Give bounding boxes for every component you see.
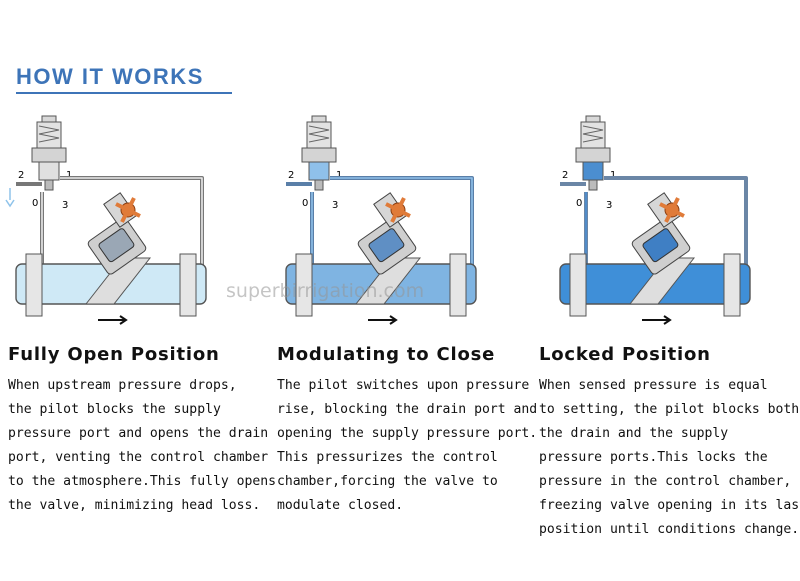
description-line: pressure ports.This locks the: [539, 450, 768, 465]
panel-description: When upstream pressure drops, the pilot …: [8, 374, 276, 518]
description-line: port, venting the control chamber: [8, 450, 269, 465]
valve-diagram-modulating: 2 1 0 3: [272, 108, 494, 330]
needle-valve-icon: [115, 197, 141, 223]
description-line: pressure in the control chamber,: [539, 474, 792, 489]
valve-diagram-svg: 2 1 0 3: [285, 115, 477, 325]
description-line: The pilot switches upon pressure: [277, 378, 530, 393]
description-line: to the atmosphere.This fully opens: [8, 474, 277, 489]
panel-description: When sensed pressure is equal to setting…: [539, 374, 800, 542]
main-valve-body: [559, 192, 751, 317]
pilot-valve: [575, 115, 611, 191]
description-line: pressure port and opens the drain: [8, 426, 269, 441]
drain-spray-icon: [5, 188, 15, 208]
section-header: HOW IT WORKS: [16, 64, 204, 90]
description-line: opening the supply pressure port.: [277, 426, 538, 441]
panel-fully-open: Fully Open Position When upstream pressu…: [8, 344, 276, 518]
main-valve-body: [15, 192, 207, 317]
description-line: modulate closed.: [277, 498, 404, 513]
port-label-0: 0: [302, 198, 308, 209]
port-label-0: 0: [576, 198, 582, 209]
port-label-3: 3: [606, 200, 612, 211]
port-label-2: 2: [18, 170, 24, 181]
port-label-2: 2: [288, 170, 294, 181]
description-line: When upstream pressure drops,: [8, 378, 237, 393]
valve-diagram-svg: 2 1 0 3: [559, 115, 751, 325]
port-label-1: 1: [336, 170, 342, 181]
port-label-3: 3: [62, 200, 68, 211]
port-label-1: 1: [66, 170, 72, 181]
page-title: HOW IT WORKS: [16, 64, 204, 89]
description-line: the drain and the supply: [539, 426, 729, 441]
panel-title: Modulating to Close: [277, 344, 496, 365]
needle-valve-icon: [659, 197, 685, 223]
valve-diagram-svg: 2 1 0 3: [5, 115, 207, 325]
description-line: rise, blocking the drain port and: [277, 402, 538, 417]
port-label-1: 1: [610, 170, 616, 181]
description-line: chamber,forcing the valve to: [277, 474, 498, 489]
valve-diagram-fully-open: 2 1 0 3: [2, 108, 224, 330]
panel-title: Locked Position: [539, 344, 711, 365]
title-underline: [16, 92, 232, 94]
panel-modulating: Modulating to Close The pilot switches u…: [277, 344, 537, 518]
panel-description: The pilot switches upon pressure rise, b…: [277, 374, 537, 518]
valve-diagram-locked: 2 1 0 3: [546, 108, 768, 330]
flow-arrow-icon: [368, 315, 398, 325]
description-line: freezing valve opening in its last: [539, 498, 800, 513]
description-line: This pressurizes the control: [277, 450, 498, 465]
description-line: the pilot blocks the supply: [8, 402, 221, 417]
port-label-0: 0: [32, 198, 38, 209]
port-label-3: 3: [332, 200, 338, 211]
pilot-valve: [31, 115, 67, 191]
description-line: position until conditions change.: [539, 522, 800, 537]
description-line: to setting, the pilot blocks both: [539, 402, 800, 417]
panel-title: Fully Open Position: [8, 344, 220, 365]
panel-locked: Locked Position When sensed pressure is …: [539, 344, 800, 542]
needle-valve-icon: [385, 197, 411, 223]
port-label-2: 2: [562, 170, 568, 181]
watermark: superbirrigation.com: [226, 280, 425, 302]
description-line: the valve, minimizing head loss.: [8, 498, 261, 513]
description-line: When sensed pressure is equal: [539, 378, 768, 393]
flow-arrow-icon: [642, 315, 672, 325]
pilot-valve: [301, 115, 337, 191]
flow-arrow-icon: [98, 315, 128, 325]
